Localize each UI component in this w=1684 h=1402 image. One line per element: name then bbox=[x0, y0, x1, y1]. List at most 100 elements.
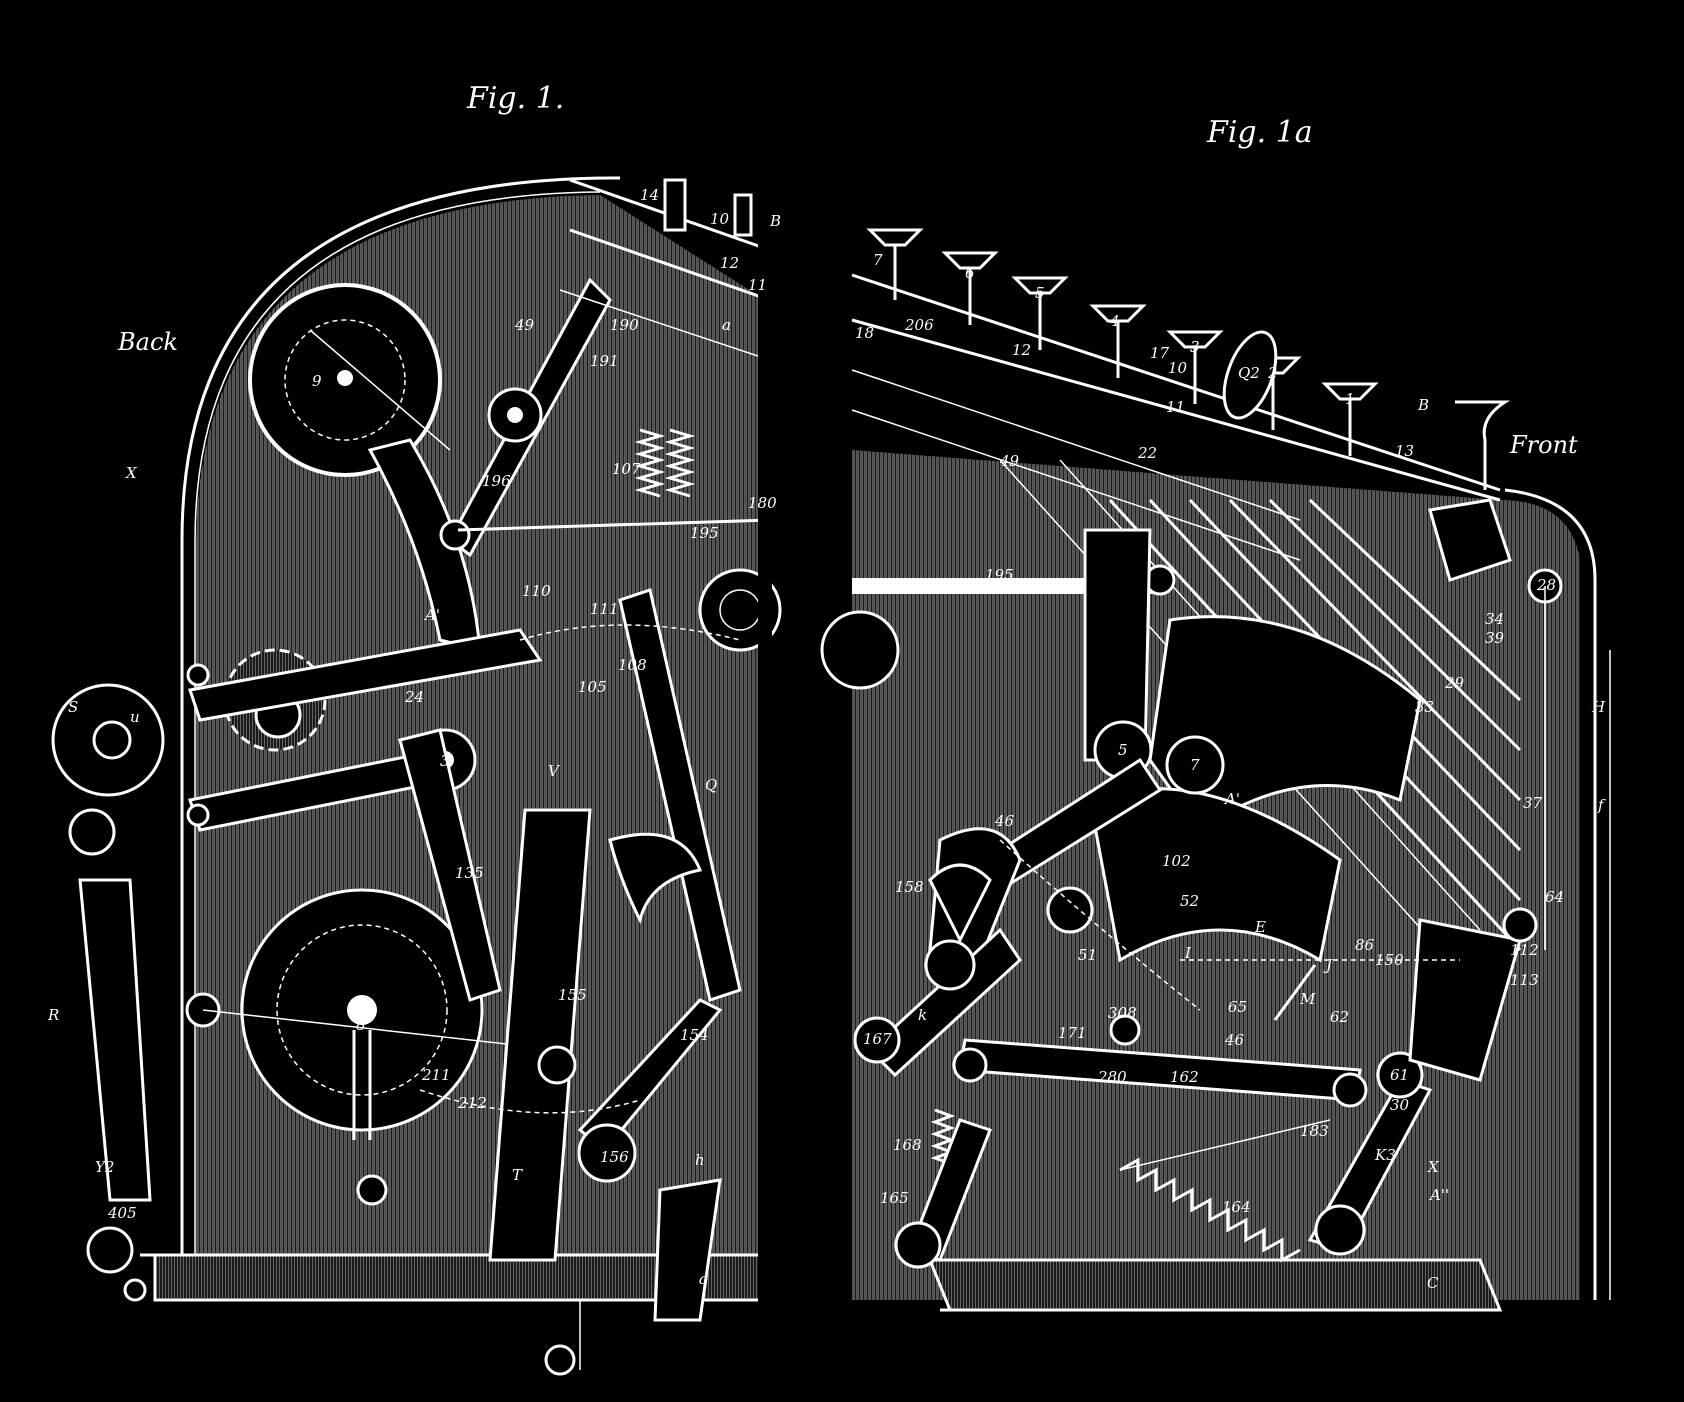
label-right-M: M bbox=[1299, 990, 1316, 1008]
platen-s-hub bbox=[92, 720, 132, 760]
label-right-52: 52 bbox=[1180, 892, 1199, 910]
rod-top-3 bbox=[559, 289, 771, 361]
label-left-R: R bbox=[47, 1006, 59, 1024]
post-d bbox=[663, 178, 687, 232]
label-left-191: 191 bbox=[590, 352, 619, 370]
label-right-5: 5 bbox=[1035, 284, 1045, 302]
label-right-62: 62 bbox=[1330, 1008, 1349, 1026]
guide-212 bbox=[419, 1089, 641, 1114]
label-right-22: 22 bbox=[1137, 444, 1157, 462]
label-left-196: 196 bbox=[482, 472, 511, 490]
label-right-A2: A'' bbox=[1428, 1186, 1449, 1204]
label-left-110: 110 bbox=[522, 582, 551, 600]
pivot-405b bbox=[123, 1278, 147, 1302]
rod-195 bbox=[457, 518, 771, 532]
label-right-18: 18 bbox=[855, 324, 874, 342]
label-left-105: 105 bbox=[578, 678, 607, 696]
label-right-65: 65 bbox=[1228, 998, 1247, 1016]
pivot-7 bbox=[1165, 735, 1225, 795]
label-right-150: 150 bbox=[1375, 951, 1404, 969]
pivot-112 bbox=[1502, 907, 1538, 943]
post-b bbox=[733, 193, 753, 237]
label-right-C: C bbox=[1427, 1274, 1439, 1292]
label-left-h: h bbox=[695, 1151, 705, 1169]
label-left-T: T bbox=[512, 1166, 523, 1184]
pivot-left-b bbox=[186, 803, 210, 827]
key-3 bbox=[1166, 330, 1224, 404]
part-q bbox=[653, 1178, 722, 1322]
key-1 bbox=[1321, 382, 1379, 456]
key-7 bbox=[866, 228, 924, 300]
escapement-wheel-hub bbox=[337, 370, 353, 386]
pawl-m bbox=[1273, 964, 1317, 1021]
label-right-49: 49 bbox=[999, 452, 1020, 470]
label-right-7: 7 bbox=[873, 251, 883, 269]
fig-1-drawing bbox=[51, 170, 782, 1376]
key-4 bbox=[1089, 304, 1147, 378]
lever-135 bbox=[398, 728, 502, 1002]
label-left-190: 190 bbox=[610, 316, 639, 334]
label-left-10: 10 bbox=[710, 210, 730, 228]
pivot-156 bbox=[577, 1123, 637, 1183]
pivot-2 bbox=[1314, 1204, 1366, 1256]
label-right-308: 308 bbox=[1108, 1004, 1137, 1022]
rail-2 bbox=[851, 318, 1501, 502]
link-r bbox=[202, 1009, 561, 1051]
label-left-u: u bbox=[130, 708, 140, 726]
label-right-f: f bbox=[1597, 796, 1606, 814]
label-left-108: 108 bbox=[618, 656, 647, 674]
right-frame-outer bbox=[1504, 488, 1597, 1300]
label-right-158: 158 bbox=[895, 878, 924, 896]
label-right-37: 37 bbox=[1523, 794, 1543, 812]
label-right-168: 168 bbox=[893, 1136, 922, 1154]
pivot-165-low bbox=[894, 1221, 942, 1269]
label-left-155: 155 bbox=[558, 986, 587, 1004]
label-left-V: V bbox=[548, 762, 561, 780]
spring-107b bbox=[664, 428, 696, 498]
pivot-51 bbox=[1046, 886, 1094, 934]
fig-1-caption: Fig. 1. bbox=[466, 81, 564, 116]
bracket-112 bbox=[1408, 918, 1522, 1082]
label-right-11: 11 bbox=[1166, 398, 1185, 416]
label-right-112: 112 bbox=[1510, 941, 1539, 959]
pivot-162-left bbox=[952, 1047, 988, 1083]
spring-107 bbox=[634, 428, 666, 498]
label-right-17: 17 bbox=[1150, 344, 1170, 362]
pivot-4-dot bbox=[507, 407, 523, 423]
label-left-156: 156 bbox=[600, 1148, 629, 1166]
label-right-165: 165 bbox=[880, 1189, 909, 1207]
bracket-front bbox=[1428, 498, 1512, 582]
right-baseplate bbox=[927, 1258, 1503, 1312]
label-right-28: 28 bbox=[1536, 576, 1556, 594]
label-right-162: 162 bbox=[1170, 1068, 1199, 1086]
segment-e bbox=[1088, 787, 1342, 963]
space-bar-key bbox=[1455, 400, 1511, 490]
main-wheel-8-inner bbox=[276, 924, 448, 1096]
label-right-J: J bbox=[1323, 956, 1333, 974]
label-left-B: B bbox=[769, 212, 781, 230]
label-right-7c: 7 bbox=[1190, 756, 1200, 774]
label-left-12: 12 bbox=[720, 254, 739, 272]
spring-164 bbox=[1119, 1157, 1301, 1263]
label-left-4: 4 bbox=[509, 406, 520, 424]
label-right-Q2: Q2 bbox=[1238, 364, 1260, 382]
label-right-195: 195 bbox=[985, 566, 1014, 584]
escapement-wheel-inner bbox=[284, 319, 406, 441]
label-right-46: 46 bbox=[994, 812, 1015, 830]
key-5 bbox=[1011, 276, 1069, 350]
rail-3 bbox=[851, 369, 1301, 521]
label-left-24: 24 bbox=[404, 688, 424, 706]
lever-q2 bbox=[1222, 330, 1278, 420]
pivot-left-a bbox=[186, 663, 210, 687]
pivot-167 bbox=[853, 1016, 901, 1064]
label-right-29: 29 bbox=[1444, 674, 1465, 692]
wheel-spoke bbox=[309, 329, 451, 451]
label-right-164: 164 bbox=[1222, 1198, 1251, 1216]
label-left-195: 195 bbox=[690, 524, 719, 542]
fig-1a-caption: Fig. 1a bbox=[1206, 115, 1313, 150]
left-frame-inner bbox=[194, 191, 601, 1270]
label-right-K3: K3 bbox=[1374, 1146, 1396, 1164]
label-right-113: 113 bbox=[1510, 971, 1539, 989]
rail-top bbox=[851, 273, 1501, 492]
label-right-206: 206 bbox=[904, 316, 934, 334]
